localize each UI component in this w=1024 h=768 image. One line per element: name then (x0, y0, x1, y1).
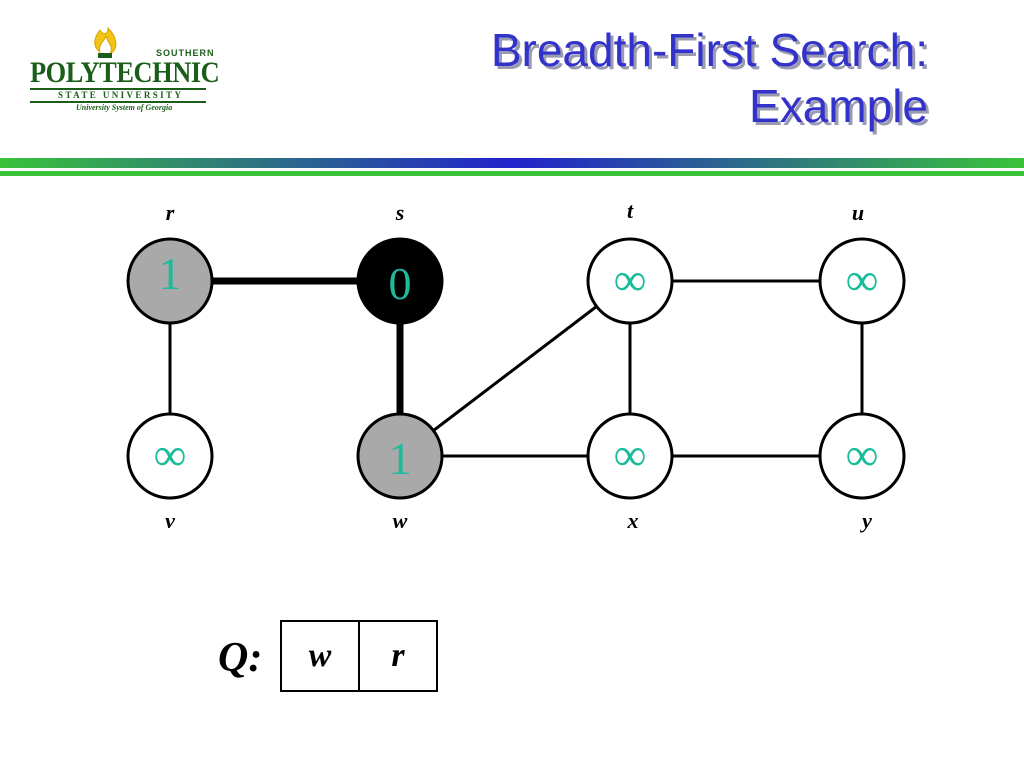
vertex-distance-u: ∞ (846, 254, 879, 305)
vertex-y: ∞ (818, 412, 906, 500)
bfs-graph: 1 r 0 s ∞ t ∞ u ∞ v 1 w ∞ x ∞ y (126, 198, 906, 533)
vertex-label-y: y (859, 508, 872, 533)
vertex-x: ∞ (586, 412, 674, 500)
vertex-circle-v (126, 412, 214, 500)
vertex-t: ∞ (586, 237, 674, 325)
logo-polytechnic-text: POLYTECHNIC (30, 56, 220, 89)
vertex-circle-w (356, 412, 444, 500)
vertex-distance-y: ∞ (846, 429, 879, 480)
slide-title-line1: Breadth-First Search: (490, 24, 928, 76)
vertex-distance-t: ∞ (614, 254, 647, 305)
slide-title: Breadth-First Search: Example (491, 22, 928, 134)
queue-cell-w: w (280, 620, 360, 692)
vertex-distance-x: ∞ (614, 429, 647, 480)
vertex-u: ∞ (818, 237, 906, 325)
slide-title-line2: Example (749, 80, 928, 132)
logo-state-university-text: STATE UNIVERSITY (58, 90, 184, 100)
edge-w-t (399, 279, 631, 458)
vertex-label-r: r (166, 200, 175, 225)
vertex-distance-w: 1 (389, 433, 412, 484)
queue-cell-r: r (358, 620, 438, 692)
logo-system-text: University System of Georgia (76, 103, 173, 112)
vertex-distance-r: 1 (159, 248, 182, 299)
vertex-circle-u (818, 237, 906, 325)
queue-label: Q: (218, 635, 263, 681)
logo-southern-text: SOUTHERN (156, 48, 215, 58)
vertex-circle-s (356, 237, 444, 325)
vertex-distance-v: ∞ (154, 429, 187, 480)
vertex-label-x: x (627, 508, 639, 533)
vertex-circle-r (126, 237, 214, 325)
vertex-w: 1 (356, 412, 444, 500)
university-logo: SOUTHERN POLYTECHNIC STATE UNIVERSITY Un… (28, 26, 220, 116)
vertex-label-t: t (627, 198, 634, 223)
vertex-circle-y (818, 412, 906, 500)
vertex-label-v: v (165, 508, 175, 533)
vertex-r: 1 (126, 237, 214, 325)
vertex-circle-t (586, 237, 674, 325)
title-divider (0, 158, 1024, 180)
torch-flame-icon (30, 26, 206, 103)
vertex-distance-s: 0 (389, 258, 412, 309)
vertex-circle-x (586, 412, 674, 500)
vertex-v: ∞ (126, 412, 214, 500)
vertex-label-w: w (393, 508, 408, 533)
vertex-label-u: u (852, 200, 864, 225)
vertex-label-s: s (395, 200, 405, 225)
vertex-s: 0 (356, 237, 444, 325)
